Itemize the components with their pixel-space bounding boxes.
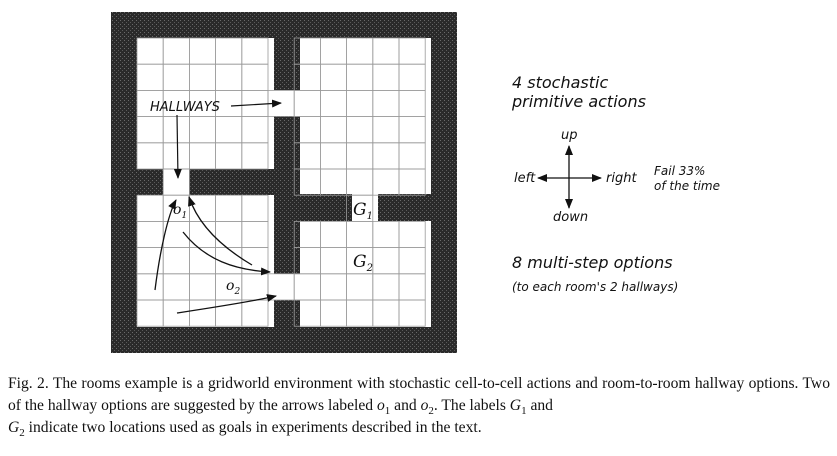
grid-cell	[398, 299, 426, 327]
caption-o2-index: 2	[428, 405, 434, 418]
room-top-right	[300, 38, 431, 194]
caption-g1-index: 1	[521, 405, 527, 418]
caption-o2-letter: o	[420, 397, 429, 414]
caption-and-2: and	[526, 397, 553, 414]
options-heading: 8 multi-step options	[512, 253, 673, 272]
caption-g2-index: 2	[19, 427, 25, 440]
caption-g1-letter: G	[509, 397, 522, 414]
option-label-o1: o1	[173, 202, 187, 221]
fail-line1: Fail 33%	[654, 164, 705, 178]
caption-g2-letter: G	[8, 419, 20, 436]
o2-arrow-a	[182, 231, 271, 276]
goal-label-g2: G2	[353, 252, 373, 274]
o1-arrow-b	[188, 196, 253, 266]
caption-text-2: . The labels	[433, 397, 510, 414]
hallways-arrow-right	[230, 99, 282, 108]
caption-o1-index: 1	[384, 405, 391, 418]
grid-cell	[241, 142, 269, 170]
grid-cell	[398, 168, 426, 196]
direction-down-label: down	[553, 210, 588, 225]
action-compass	[537, 145, 602, 209]
hallway-left	[163, 169, 189, 195]
hallway-bottom	[274, 274, 300, 300]
grid-cell	[267, 273, 295, 301]
caption-o1-letter: o	[376, 397, 385, 414]
o1-arrow-a	[154, 199, 177, 291]
o2-arrow-b	[176, 294, 277, 314]
hallway-right	[352, 194, 378, 221]
hallways-label: HALLWAYS	[150, 100, 220, 115]
caption-text-3: indicate two locations used as goals in …	[24, 419, 482, 436]
option-arrows	[154, 196, 277, 314]
direction-right-label: right	[606, 171, 637, 186]
caption-prefix: Fig. 2.	[8, 375, 49, 392]
room-bottom-left	[137, 195, 274, 327]
grid-cell	[346, 194, 374, 222]
grid-lines	[136, 37, 426, 327]
goal-label-g1: G1	[353, 200, 373, 222]
direction-left-label: left	[514, 171, 536, 186]
room-top-left	[137, 38, 274, 169]
figure-caption: Fig. 2. The rooms example is a gridworld…	[8, 373, 830, 439]
direction-up-label: up	[561, 128, 578, 143]
hallways-arrow-down	[173, 114, 182, 179]
caption-text-1: The rooms example is a gridworld environ…	[8, 375, 830, 414]
primitive-heading-line2: primitive actions	[511, 92, 646, 111]
caption-and-1: and	[390, 397, 421, 414]
options-subheading: (to each room's 2 hallways)	[512, 280, 678, 294]
fail-line2: of the time	[654, 179, 720, 193]
primitive-heading-line1: 4 stochastic	[512, 73, 608, 92]
option-label-o2: o2	[226, 278, 240, 297]
